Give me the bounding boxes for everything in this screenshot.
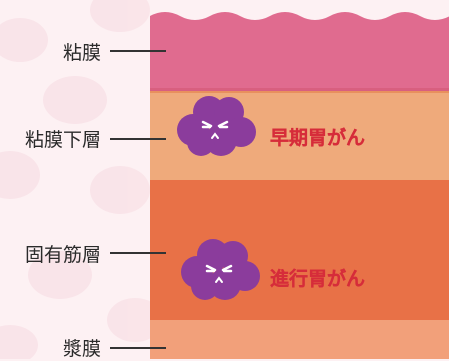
leader-line-muscle: [110, 252, 166, 254]
layer-label-submucosa: 粘膜下層: [24, 129, 101, 151]
layer-label-mucosa: 粘膜: [62, 42, 101, 64]
leader-line-submucosa: [110, 138, 166, 140]
mucosa-layer: [150, 12, 449, 90]
early-cancer-label: 早期胃がん: [270, 127, 366, 149]
advanced-cancer-label: 進行胃がん: [270, 268, 366, 290]
leader-line-serosa: [110, 347, 166, 349]
early-cancer-tumor-icon: [177, 96, 256, 156]
serosa-layer: [150, 318, 449, 359]
advanced-cancer-tumor-icon: [181, 239, 260, 300]
leader-line-mucosa: [110, 50, 166, 52]
layer-label-muscle: 固有筋層: [24, 244, 101, 266]
stomach-wall-diagram: [150, 12, 449, 359]
layer-label-serosa: 漿膜: [62, 338, 101, 360]
